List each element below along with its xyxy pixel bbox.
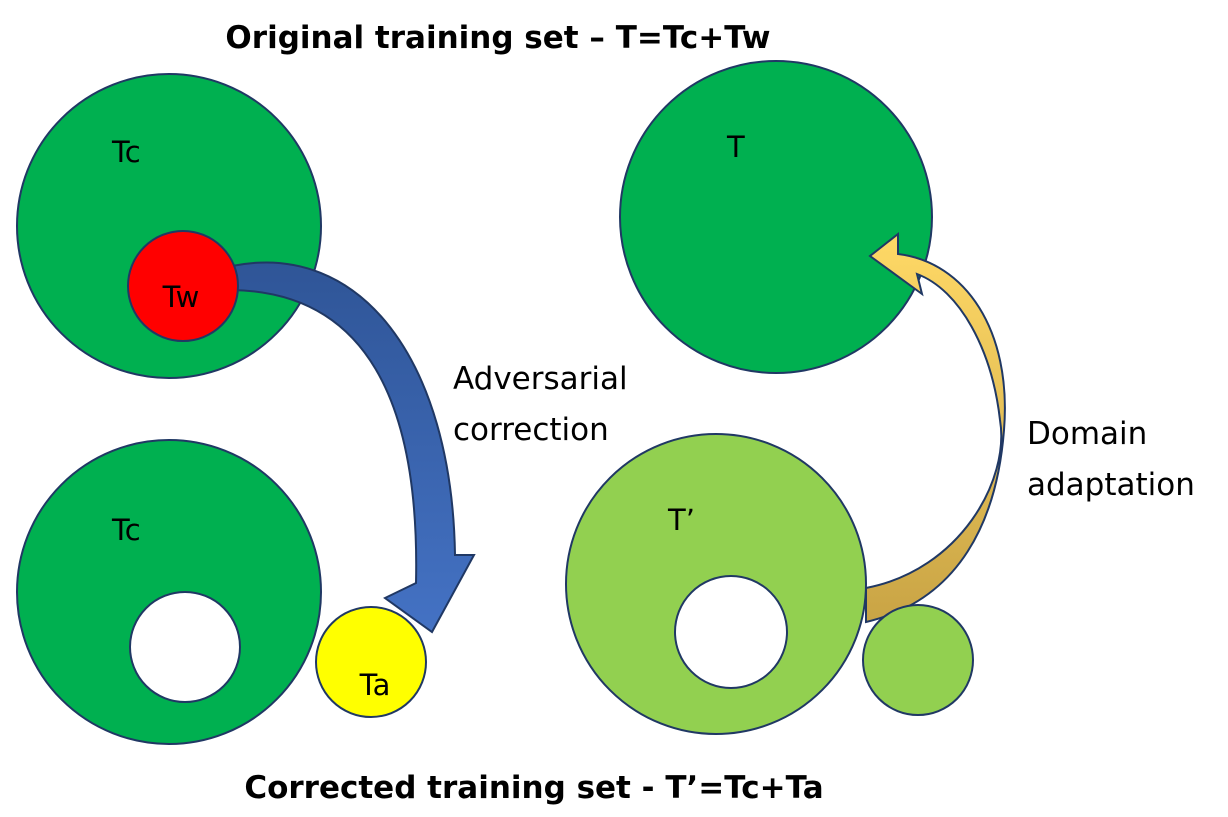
tw-circle [127, 230, 239, 342]
ta-label: Ta [359, 668, 391, 702]
small-green-circle [862, 604, 974, 716]
t-prime-label: T’ [667, 503, 695, 537]
t-label: T [726, 130, 745, 164]
domain-text-line1: Domain [1027, 416, 1147, 452]
tc-top-label: Tc [111, 135, 141, 169]
top-title: Original training set – T=Tc+Tw [225, 20, 770, 56]
t-prime-hole [674, 575, 788, 689]
tc-bottom-circle [16, 439, 322, 745]
domain-text-line2: adaptation [1027, 467, 1195, 503]
adversarial-correction-arrow [231, 261, 476, 634]
tc-bottom-hole [129, 591, 241, 703]
t-circle [619, 60, 933, 374]
bottom-title: Corrected training set - T’=Tc+Ta [244, 770, 823, 806]
adversarial-text-line2: correction [453, 412, 609, 448]
domain-adaptation-arrow [865, 231, 1006, 624]
ta-circle [315, 606, 427, 718]
tw-label: Tw [162, 280, 200, 314]
tc-bottom-label: Tc [111, 513, 141, 547]
adversarial-text-line1: Adversarial [453, 361, 628, 397]
tc-top-circle [16, 73, 322, 379]
